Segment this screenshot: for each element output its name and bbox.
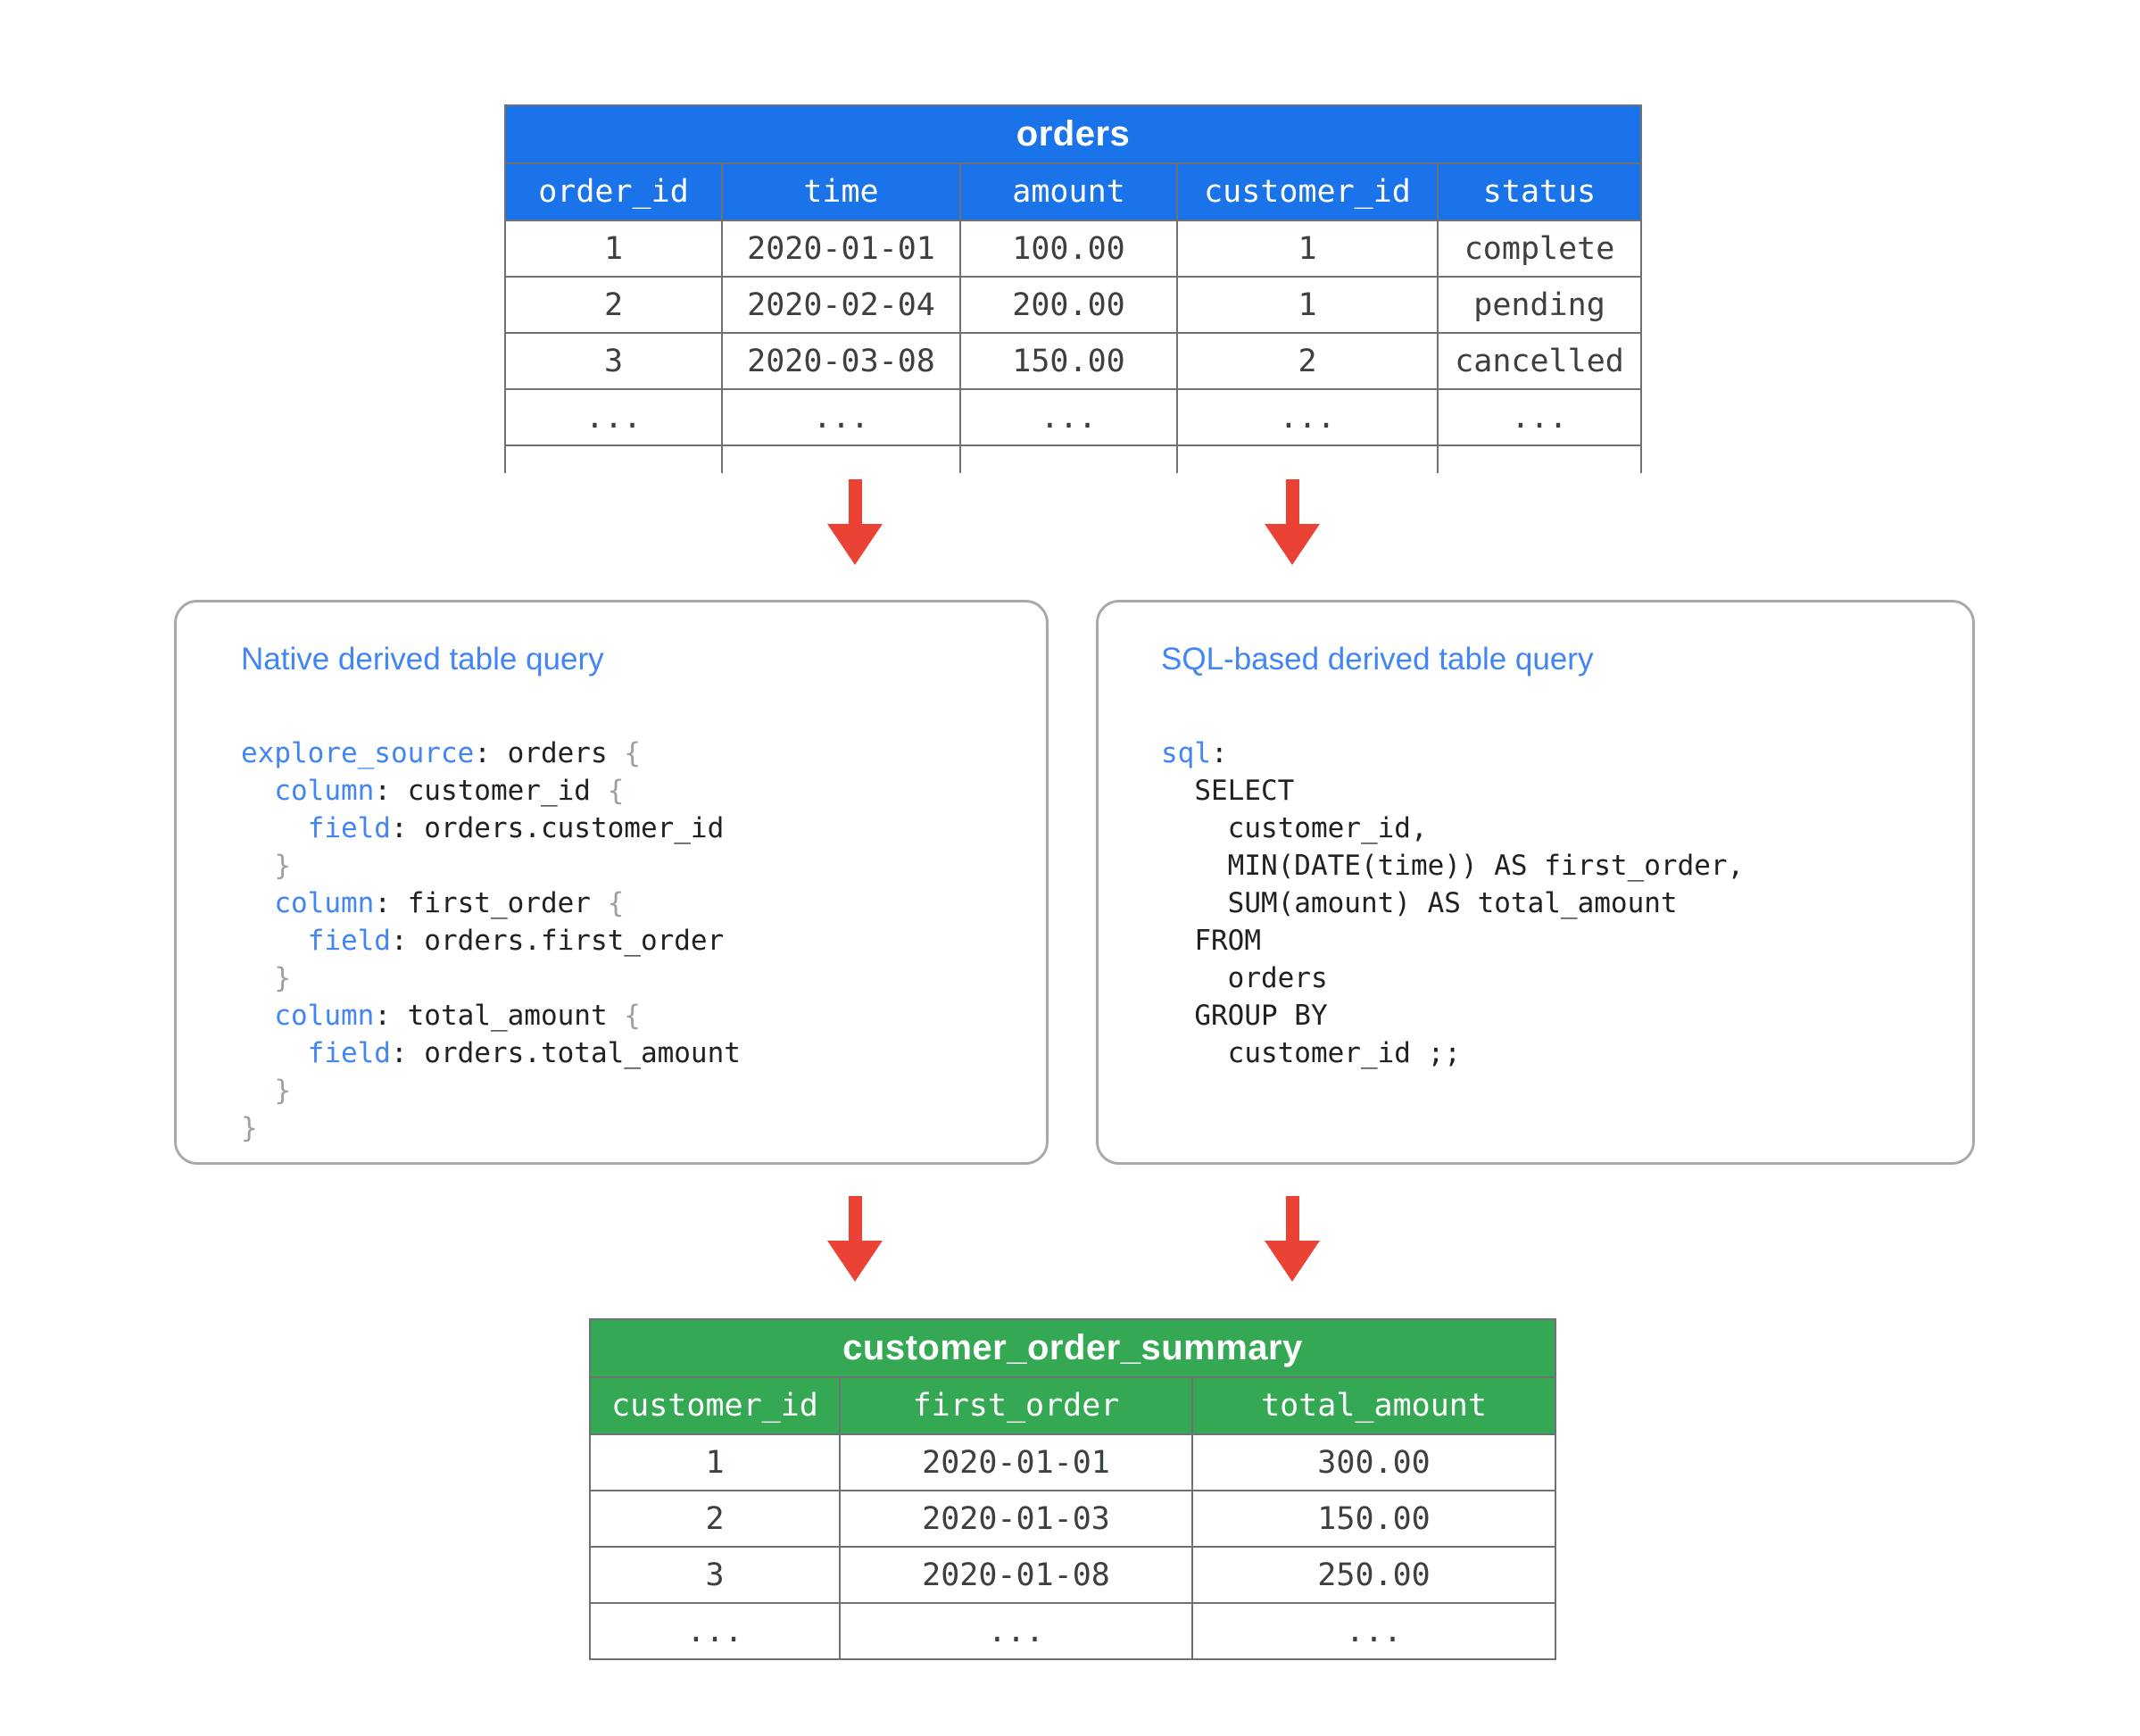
orders-table-title: orders	[503, 104, 1643, 164]
column-header: status	[1436, 162, 1643, 221]
summary-table-title-row: customer_order_summary	[588, 1318, 1557, 1378]
down-arrow-icon	[1265, 1196, 1320, 1282]
code-line: customer_id,	[1161, 812, 1428, 844]
column-header: customer_id	[1176, 162, 1439, 221]
table-cell: complete	[1436, 220, 1643, 278]
table-cell: ...	[839, 1602, 1193, 1660]
summary-table-title: customer_order_summary	[588, 1318, 1557, 1378]
table-cell: 2020-02-04	[721, 276, 961, 334]
table-cell: 250.00	[1190, 1546, 1557, 1604]
table-cell: 2020-01-03	[839, 1490, 1193, 1548]
table-cell: 1	[504, 220, 723, 278]
code-line: }	[274, 1075, 291, 1107]
column-header: first_order	[839, 1376, 1193, 1435]
code-line: explore_source: orders {	[241, 737, 641, 769]
table-cell: ...	[589, 1602, 841, 1660]
code-line: FROM	[1161, 925, 1261, 957]
code-line: }	[274, 962, 291, 994]
native-query-box: Native derived table query explore_sourc…	[174, 600, 1049, 1165]
orders-table-title-row: orders	[503, 104, 1643, 164]
table-cell: 2	[1176, 332, 1439, 390]
code-line: column: first_order {	[274, 887, 625, 919]
table-cell: 300.00	[1190, 1433, 1557, 1491]
table-cell: ...	[1190, 1602, 1557, 1660]
table-cell: cancelled	[1436, 332, 1643, 390]
code-line: column: customer_id {	[274, 775, 625, 807]
table-row: ...............	[504, 388, 1643, 446]
down-arrow-icon	[827, 1196, 883, 1282]
table-cell: 100.00	[959, 220, 1178, 278]
table-cell: ...	[1436, 388, 1643, 446]
table-cell: ...	[721, 388, 961, 446]
table-cell: 1	[1176, 220, 1439, 278]
table-cell: pending	[1436, 276, 1643, 334]
table-cell: 2	[504, 276, 723, 334]
table-cell: 1	[1176, 276, 1439, 334]
column-header: order_id	[504, 162, 723, 221]
table-cell: 2020-03-08	[721, 332, 961, 390]
table-cell: ...	[959, 388, 1178, 446]
table-cell: 2020-01-08	[839, 1546, 1193, 1604]
code-line: SUM(amount) AS total_amount	[1161, 887, 1678, 919]
code-line: sql:	[1161, 737, 1228, 769]
code-line: MIN(DATE(time)) AS first_order,	[1161, 850, 1745, 882]
table-cell: ...	[504, 388, 723, 446]
column-header: time	[721, 162, 961, 221]
table-cell: 200.00	[959, 276, 1178, 334]
code-line: GROUP BY	[1161, 1000, 1328, 1032]
down-arrow-icon	[827, 479, 883, 565]
down-arrow-icon	[1265, 479, 1320, 565]
code-line: customer_id ;;	[1161, 1037, 1461, 1069]
code-line: SELECT	[1161, 775, 1295, 807]
column-header: total_amount	[1190, 1376, 1557, 1435]
code-line: }	[241, 1112, 258, 1144]
table-cell: 1	[589, 1433, 841, 1491]
table-cell: 150.00	[959, 332, 1178, 390]
table-cell: 150.00	[1190, 1490, 1557, 1548]
code-line: field: orders.customer_id	[307, 812, 725, 844]
table-cell: 3	[504, 332, 723, 390]
sql-query-box: SQL-based derived table query sql: SELEC…	[1096, 600, 1975, 1165]
native-query-code: explore_source: orders { column: custome…	[241, 735, 741, 1147]
code-line: column: total_amount {	[274, 1000, 641, 1032]
code-line: field: orders.first_order	[307, 925, 725, 957]
table-cell: 2	[589, 1490, 841, 1548]
table-cell: 2020-01-01	[839, 1433, 1193, 1491]
code-line: field: orders.total_amount	[307, 1037, 741, 1069]
table-row: .........	[589, 1602, 1557, 1660]
code-line: orders	[1161, 962, 1328, 994]
column-header: customer_id	[589, 1376, 841, 1435]
sql-query-code: sql: SELECT customer_id, MIN(DATE(time))…	[1161, 735, 1744, 1072]
native-query-title: Native derived table query	[241, 642, 604, 677]
code-line: }	[274, 850, 291, 882]
table-cell: ...	[1176, 388, 1439, 446]
table-cell: 3	[589, 1546, 841, 1604]
table-cell: 2020-01-01	[721, 220, 961, 278]
sql-query-title: SQL-based derived table query	[1161, 642, 1594, 677]
column-header: amount	[959, 162, 1178, 221]
orders-table-truncated-row	[504, 444, 1643, 473]
